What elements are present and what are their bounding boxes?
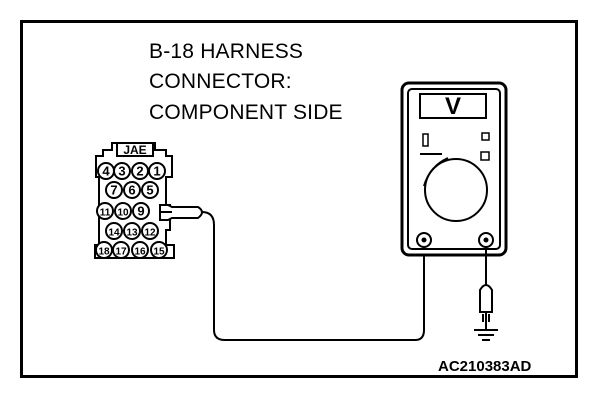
diagram-frame <box>20 20 578 378</box>
pin-17 <box>112 241 130 259</box>
meter-indicator-left <box>422 133 429 147</box>
pin-label-1: 1 <box>153 164 160 179</box>
pin-1 <box>148 162 166 180</box>
title-line-3: COMPONENT SIDE <box>149 101 343 124</box>
pin-label-6: 6 <box>128 183 135 198</box>
pin-label-2: 2 <box>136 164 143 179</box>
voltmeter <box>400 81 508 257</box>
pin-label-17: 17 <box>115 247 127 258</box>
pin-label-4: 4 <box>102 164 110 179</box>
pin-label-16: 16 <box>134 247 146 258</box>
pin-label-12: 12 <box>144 228 156 239</box>
meter-mode-label: V <box>445 93 461 120</box>
pin-label-10: 10 <box>117 208 129 219</box>
meter-indicator-bottom <box>480 151 490 161</box>
pin-3 <box>113 162 131 180</box>
pin-5 <box>141 181 159 199</box>
title-line-2: CONNECTOR: <box>149 70 292 93</box>
meter-dial <box>424 158 488 222</box>
ground-symbol <box>474 322 498 341</box>
test-probe <box>159 204 203 221</box>
pin-7 <box>105 181 123 199</box>
title-line-1: B-18 HARNESS <box>149 40 304 63</box>
pin-label-11: 11 <box>100 208 111 219</box>
pin-label-14: 14 <box>108 228 120 239</box>
test-lead-wire <box>201 211 425 341</box>
pin-label-5: 5 <box>146 183 153 198</box>
harness-connector <box>94 142 175 259</box>
jae-label-box <box>116 142 154 157</box>
pin-label-13: 13 <box>126 228 138 239</box>
pin-label-18: 18 <box>98 247 110 258</box>
pin-14 <box>105 222 123 240</box>
pin-6 <box>123 181 141 199</box>
pin-13 <box>123 222 141 240</box>
meter-indicator-top <box>481 132 490 141</box>
figure-code: AC210383AD <box>438 358 532 375</box>
pin-label-9: 9 <box>137 204 144 219</box>
pin-15 <box>150 241 168 259</box>
ground-lead <box>479 247 493 322</box>
pin-label-15: 15 <box>153 247 165 258</box>
pin-label-7: 7 <box>110 183 117 198</box>
meter-display <box>419 93 487 119</box>
pin-16 <box>131 241 149 259</box>
pin-11 <box>96 202 114 220</box>
pin-10 <box>114 202 132 220</box>
pin-9 <box>132 202 150 220</box>
connector-brand-label: JAE <box>123 143 146 157</box>
pin-label-3: 3 <box>118 164 125 179</box>
pin-12 <box>141 222 159 240</box>
